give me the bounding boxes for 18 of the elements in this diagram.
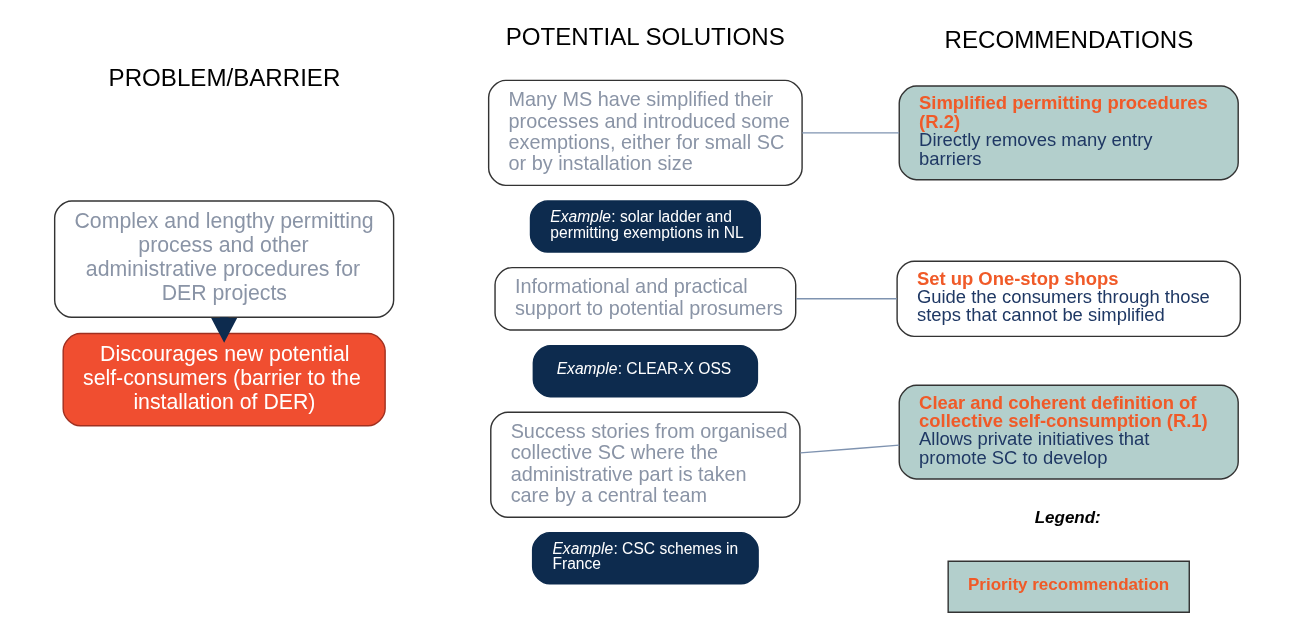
node-box: Many MS have simplified their processes and introduced some exemptions, either for small SC or by installation size bbox=[487, 79, 803, 187]
label: RECOMMENDATIONS bbox=[944, 25, 1194, 53]
node-box: Success stories from organised collective SC where the administrative part is taken care by a central team bbox=[490, 411, 801, 518]
label: Legend: bbox=[1034, 508, 1101, 528]
label: POTENTIAL SOLUTIONS bbox=[505, 23, 785, 51]
node-box: Example: CSC schemes in France bbox=[531, 532, 759, 585]
node-box: Set up One-stop shops Guide the consumers through those steps that cannot be simplified bbox=[896, 260, 1242, 338]
connector bbox=[799, 444, 900, 454]
node-box: Discourages new potential self-consumers (barrier to the installation of DER) bbox=[62, 332, 386, 427]
node-box: Example: solar ladder and permitting exemptions in NL bbox=[529, 200, 761, 253]
node-box: Clear and coherent definition of collective self-consumption (R.1) Allows private initiatives that promote SC to develop bbox=[898, 384, 1239, 480]
node-box: Informational and practical support to potential prosumers bbox=[494, 266, 797, 331]
connector bbox=[795, 298, 898, 300]
legend-label: Priority recommendation bbox=[968, 574, 1170, 594]
connector bbox=[801, 132, 900, 134]
label: PROBLEM/BARRIER bbox=[108, 64, 341, 92]
node-box: Example: CLEAR-X OSS bbox=[532, 344, 759, 398]
node-box: Simplified permitting procedures (R.2) Directly removes many entry barriers bbox=[898, 85, 1239, 181]
